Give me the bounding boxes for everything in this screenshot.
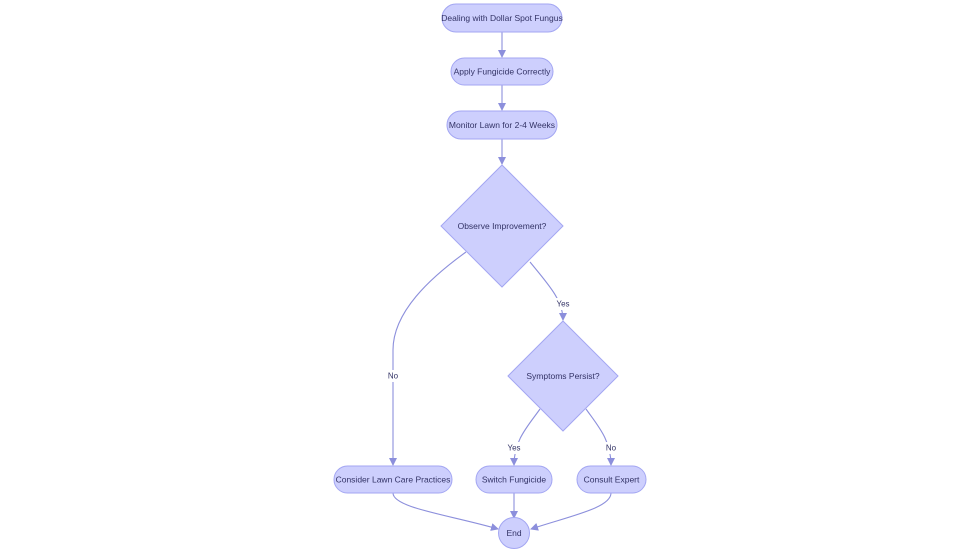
node-consider-lawn-care: Consider Lawn Care Practices <box>333 465 453 494</box>
edge-label-symptoms-no: No <box>603 442 619 454</box>
edge-label-symptoms-no-text: No <box>606 444 617 453</box>
node-observe-improvement: Observe Improvement? <box>440 164 564 288</box>
node-monitor-lawn-label: Monitor Lawn for 2-4 Weeks <box>449 120 555 130</box>
node-switch-fungicide-label: Switch Fungicide <box>482 475 547 485</box>
edge-symptoms-to-switch <box>510 408 541 466</box>
node-consult-expert: Consult Expert <box>576 465 647 494</box>
edge-consult-to-end <box>530 492 612 531</box>
edge-observe-to-symptoms <box>529 261 567 321</box>
node-switch-fungicide: Switch Fungicide <box>475 465 553 494</box>
node-symptoms-persist-label: Symptoms Persist? <box>526 371 599 381</box>
node-symptoms-persist: Symptoms Persist? <box>507 320 619 432</box>
node-end-label: End <box>506 528 521 538</box>
edges <box>389 32 615 531</box>
node-apply-fungicide-label: Apply Fungicide Correctly <box>454 67 552 77</box>
edge-label-observe-yes-text: Yes <box>556 300 569 309</box>
node-start-label: Dealing with Dollar Spot Fungus <box>441 13 562 23</box>
edge-consider-to-end <box>392 492 499 531</box>
edge-symptoms-to-consult <box>585 408 615 466</box>
node-consult-expert-label: Consult Expert <box>584 475 640 485</box>
edge-label-observe-no-text: No <box>388 372 399 381</box>
edge-label-symptoms-yes: Yes <box>505 442 523 454</box>
node-apply-fungicide: Apply Fungicide Correctly <box>450 57 554 86</box>
edge-observe-to-consider <box>389 251 467 466</box>
node-consider-lawn-care-label: Consider Lawn Care Practices <box>336 475 451 485</box>
node-start: Dealing with Dollar Spot Fungus <box>441 3 563 33</box>
node-observe-improvement-label: Observe Improvement? <box>458 221 547 231</box>
edge-labels: No Yes Yes No <box>385 298 619 454</box>
edge-label-observe-yes: Yes <box>554 298 572 310</box>
edge-label-symptoms-yes-text: Yes <box>507 444 520 453</box>
nodes: Dealing with Dollar Spot Fungus Apply Fu… <box>333 3 647 549</box>
node-end: End <box>498 517 530 549</box>
edge-label-observe-no: No <box>385 370 401 382</box>
node-monitor-lawn: Monitor Lawn for 2-4 Weeks <box>446 110 558 140</box>
